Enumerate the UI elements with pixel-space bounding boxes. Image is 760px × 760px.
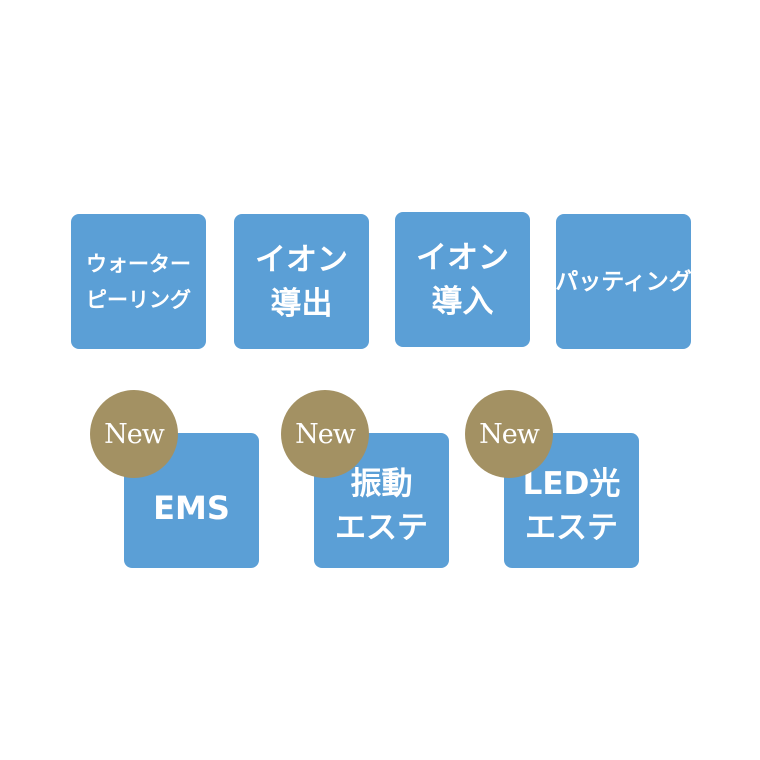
tile-label-line: パッティング	[555, 268, 692, 295]
tile-ion-extraction[interactable]: イオン 導出	[234, 214, 369, 349]
tile-label-line: 導出	[270, 285, 333, 322]
tile-label-line: イオン	[255, 241, 348, 278]
tile-label-line: エステ	[525, 509, 618, 546]
new-badge: New	[90, 390, 178, 478]
new-badge: New	[465, 390, 553, 478]
tile-label-line: イオン	[416, 239, 509, 276]
tile-label-line: 導入	[431, 283, 494, 320]
tile-label-line: LED光	[522, 465, 621, 502]
tile-label-line: ウォーター	[86, 251, 191, 276]
tile-label-line: エステ	[335, 509, 428, 546]
tile-patting[interactable]: パッティング	[555, 214, 692, 349]
tile-label-line: ピーリング	[86, 287, 191, 312]
tile-water-peeling[interactable]: ウォーター ピーリング	[71, 214, 206, 349]
new-badge: New	[281, 390, 369, 478]
tile-ems[interactable]: EMS	[124, 433, 259, 568]
tile-led-esthe[interactable]: LED光 エステ	[504, 433, 639, 568]
tile-label-line: 振動	[350, 465, 413, 502]
tile-label-line: EMS	[153, 488, 230, 527]
tile-ion-introduction[interactable]: イオン 導入	[395, 212, 530, 347]
